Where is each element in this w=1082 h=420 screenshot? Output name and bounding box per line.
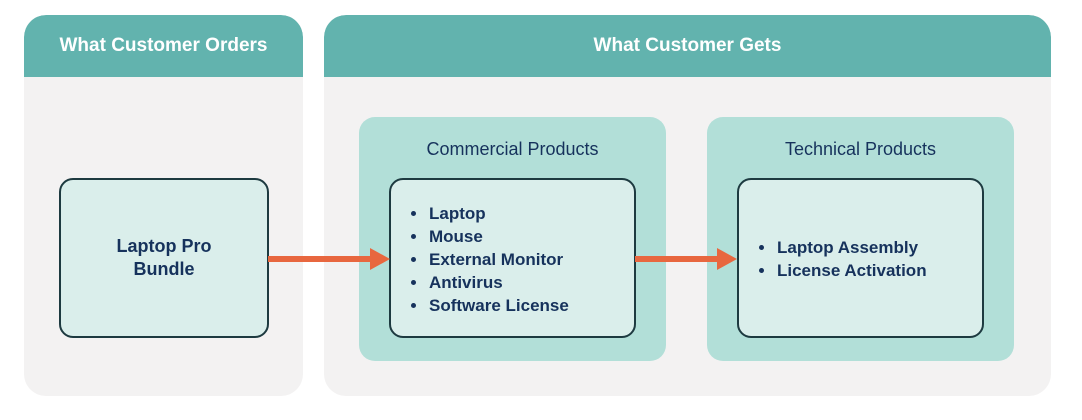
- bullet-icon: [411, 303, 416, 308]
- gets-panel-header: What Customer Gets: [324, 15, 1051, 77]
- technical-products-title: Technical Products: [784, 139, 937, 159]
- list-item: License Activation: [759, 259, 927, 282]
- list-item-label: Mouse: [429, 227, 483, 246]
- bullet-icon: [759, 245, 764, 250]
- bullet-icon: [411, 211, 416, 216]
- technical-products-list: Laptop Assembly License Activation: [759, 236, 927, 282]
- arrow-right-icon: [635, 248, 737, 270]
- bullet-icon: [411, 280, 416, 285]
- list-item: Mouse: [411, 225, 569, 248]
- list-item: Software License: [411, 294, 569, 317]
- list-item-label: Software License: [429, 296, 569, 315]
- list-item: Laptop Assembly: [759, 236, 927, 259]
- bullet-icon: [411, 234, 416, 239]
- list-item-label: Laptop Assembly: [777, 238, 919, 257]
- list-item-label: Antivirus: [429, 273, 503, 292]
- bullet-icon: [411, 257, 416, 262]
- commercial-products-box: Laptop Mouse External Monitor Antivirus …: [389, 178, 636, 338]
- technical-products-box: Laptop Assembly License Activation: [737, 178, 984, 338]
- list-item: Antivirus: [411, 271, 569, 294]
- list-item-label: License Activation: [777, 261, 927, 280]
- arrow-right-icon: [268, 248, 390, 270]
- list-item: Laptop: [411, 202, 569, 225]
- list-item: External Monitor: [411, 248, 569, 271]
- commercial-products-list: Laptop Mouse External Monitor Antivirus …: [411, 202, 569, 317]
- list-item-label: Laptop: [429, 204, 486, 223]
- orders-panel-header: What Customer Orders: [24, 15, 303, 77]
- commercial-products-title: Commercial Products: [426, 139, 599, 159]
- laptop-pro-bundle-box: Laptop Pro Bundle: [59, 178, 269, 338]
- bullet-icon: [759, 268, 764, 273]
- bundle-label: Laptop Pro Bundle: [116, 236, 212, 279]
- list-item-label: External Monitor: [429, 250, 564, 269]
